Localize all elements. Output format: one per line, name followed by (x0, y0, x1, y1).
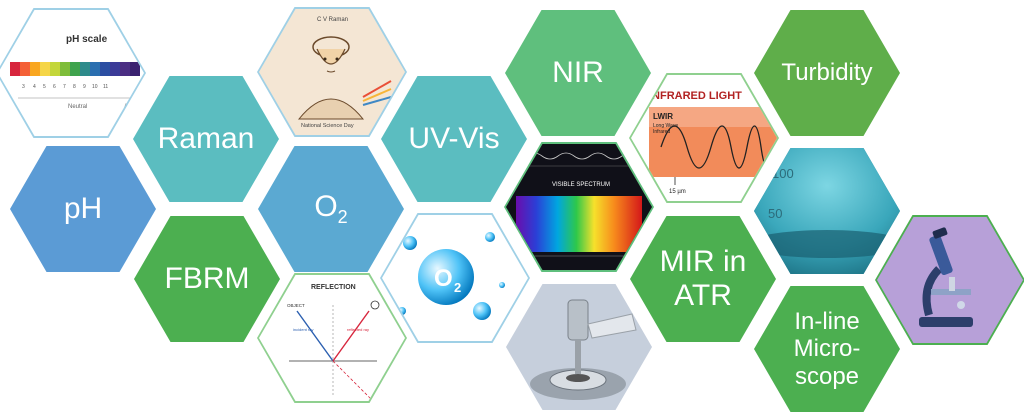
infrared-image-hex: INFRARED LIGHT LWIR Long Wave Infrared 1… (631, 75, 777, 201)
raman-label: Raman (157, 121, 255, 155)
ph-num-3: 3 (22, 84, 25, 90)
turbidity-label: Turbidity (781, 59, 873, 87)
nir-hex: NIR (505, 10, 651, 136)
ph-acid-label: c (10, 104, 13, 110)
ph-num-11: 11 (103, 84, 108, 90)
ph-label: pH (63, 191, 103, 225)
probe-image-hex (506, 284, 652, 410)
ph-num-8: 8 (73, 84, 76, 90)
raman-hex: Raman (133, 76, 279, 202)
uvvis-label: UV-Vis (408, 121, 500, 155)
infrared-title: INFRARED LIGHT (649, 90, 742, 102)
ph-num-7: 7 (63, 84, 66, 90)
infrared-sub1: Long Wave (653, 123, 678, 129)
raman-portrait-caption: National Science Day (301, 123, 354, 129)
microscope-image-hex (877, 217, 1023, 343)
raman-portrait-name: C V Raman (317, 17, 348, 23)
fbrm-hex: FBRM (134, 216, 280, 342)
nir-label: NIR (552, 55, 604, 89)
spectrum-image-hex: VISIBLE SPECTRUM (506, 144, 652, 270)
reflection-reflected-label: reflected ray (347, 327, 369, 332)
ph-scale-title: pH scale (66, 34, 108, 45)
reflection-object-label: OBJECT (287, 303, 305, 308)
o2-bubble-sub: 2 (454, 280, 461, 295)
ph-num-10: 10 (92, 84, 98, 90)
spectrum-title: VISIBLE SPECTRUM (552, 182, 610, 188)
ph-neutral-label: Neutral (68, 104, 87, 110)
turbidity-tick-50: 50 (768, 206, 782, 221)
infrared-lwir: LWIR (653, 112, 673, 121)
o2-bubble-image-hex: O 2 (382, 215, 528, 341)
ph-num-4: 4 (33, 84, 36, 90)
turbidity-tick-100: 100 (772, 166, 794, 181)
turbidity-image-hex: 100 50 (754, 148, 900, 274)
reflection-title: REFLECTION (311, 284, 356, 291)
ph-num-5: 5 (43, 84, 46, 90)
ph-num-9: 9 (83, 84, 86, 90)
raman-portrait-hex: C V Raman National Science Day (259, 9, 405, 135)
reflection-incident-label: incident ray (293, 327, 313, 332)
ph-hex: pH (10, 146, 156, 272)
o2-label: O2 (314, 190, 348, 228)
o2-hex: O2 (258, 146, 404, 272)
o2-bubble-text: O (434, 265, 453, 292)
fbrm-label: FBRM (164, 261, 250, 295)
infrared-sub2: Infrared (653, 129, 670, 135)
reflection-image-hex: REFLECTION OBJECT incident ray reflected… (259, 275, 405, 401)
uvvis-hex: UV-Vis (381, 76, 527, 202)
ph-num-6: 6 (53, 84, 56, 90)
infrared-wavelength: 15 µm (669, 189, 686, 195)
turbidity-hex: Turbidity (754, 10, 900, 136)
